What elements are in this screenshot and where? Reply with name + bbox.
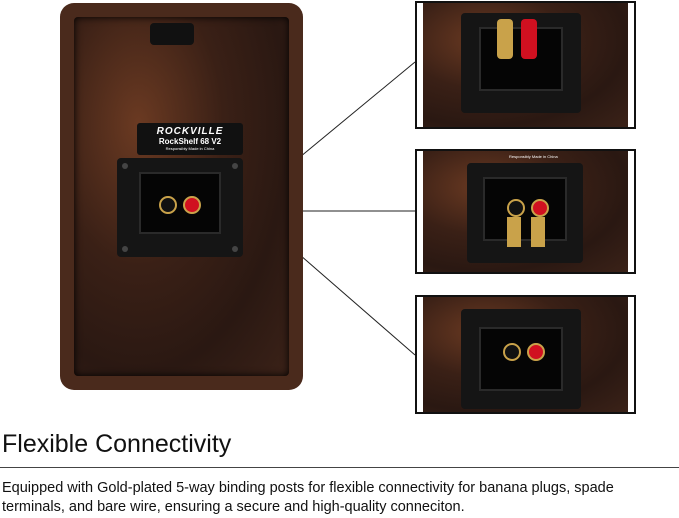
divider	[0, 467, 679, 468]
black-terminal	[159, 196, 177, 214]
brand-logo: ROCKVILLE	[156, 126, 224, 137]
inset-bare-wire	[415, 295, 636, 414]
red-terminal	[183, 196, 201, 214]
inset-spade-terminals: Responsibly Made in China	[415, 149, 636, 274]
callout-line-banana	[299, 61, 416, 158]
origin-text: Responsibly Made in China	[165, 146, 215, 151]
terminal-plate	[117, 158, 243, 257]
model-name: RockShelf 68 V2	[158, 137, 222, 146]
inset-banana-plugs	[415, 1, 636, 129]
section-title: Flexible Connectivity	[2, 430, 232, 458]
section-description: Equipped with Gold-plated 5-way binding …	[2, 480, 614, 515]
product-label: ROCKVILLE RockShelf 68 V2 Responsibly Ma…	[137, 123, 243, 155]
keyhole-bracket	[150, 23, 194, 45]
callout-line-bare-wire	[299, 254, 416, 356]
